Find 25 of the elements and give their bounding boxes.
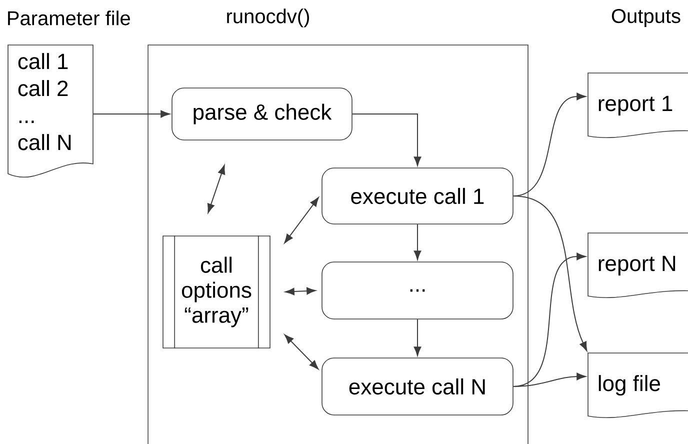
arrow [284,334,319,370]
arrow [512,196,588,352]
arrow [414,224,422,260]
document-text: call 1 [18,53,68,70]
process-box: execute call 1 [322,168,514,224]
document-text: call 2 [18,80,68,96]
arrow [207,164,226,214]
array-box: call options “array” [162,235,270,349]
heading: Outputs [612,8,680,28]
arrow [414,318,422,356]
arrow [284,197,319,244]
heading: Parameter file [8,10,130,26]
process-box: execute call N [322,358,514,416]
document-text: report N [598,256,676,276]
arrow [512,372,586,387]
arrow [92,110,170,118]
document-text: call N [18,134,71,150]
arrow [285,287,316,296]
process-box: ... [322,262,514,320]
document-text: report 1 [598,96,672,116]
arrow [352,114,422,166]
heading: runocdv() [227,8,309,28]
document-text: ... [19,120,34,123]
document-text: log file [598,375,660,396]
process-box: parse & check [172,88,352,140]
